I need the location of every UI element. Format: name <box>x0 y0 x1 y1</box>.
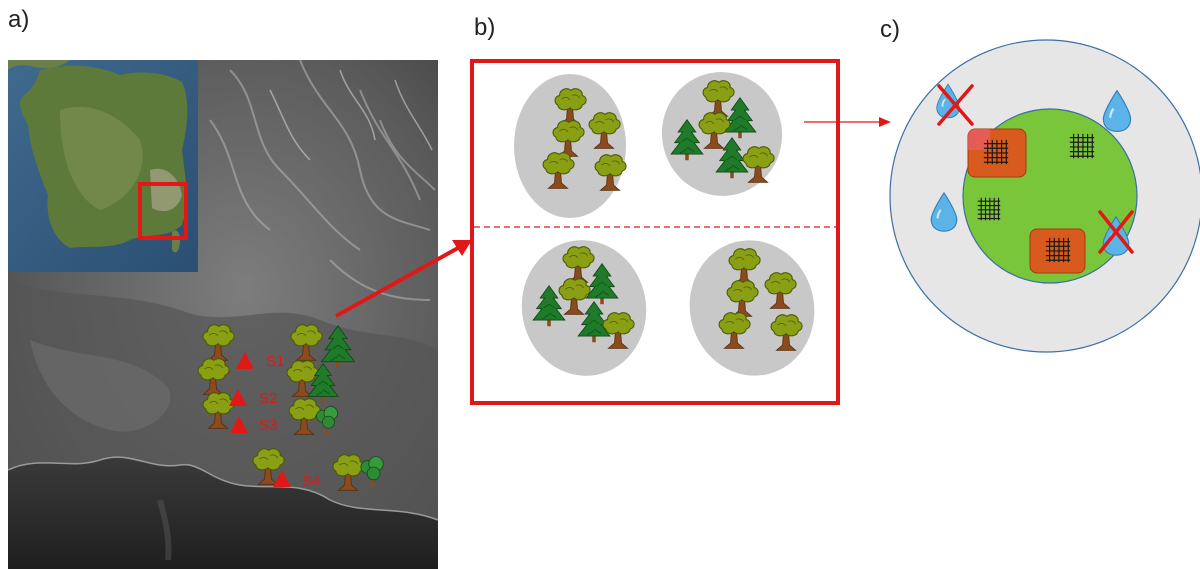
cross-mark-icon <box>1098 210 1134 254</box>
site-label-s2: S2 <box>259 390 277 407</box>
site-triangle-icon <box>229 389 247 406</box>
site-triangle-icon <box>273 470 291 487</box>
cross-mark-icon <box>937 84 974 126</box>
panel-label-b: b) <box>474 14 496 41</box>
site-markers: S1 S2 S3 S4 <box>229 352 320 490</box>
site-label-s4: S4 <box>302 473 320 490</box>
arrow-a-to-b <box>335 240 472 318</box>
panel-label-a: a) <box>8 6 30 33</box>
experimental-design <box>889 39 1200 353</box>
panel-label-c: c) <box>880 16 900 43</box>
plot-design-box <box>470 59 840 405</box>
site-triangle-icon <box>236 352 254 369</box>
site-label-s1: S1 <box>266 353 284 370</box>
site-triangle-icon <box>230 416 248 433</box>
arrow-b-to-c <box>804 117 891 127</box>
site-label-s3: S3 <box>259 417 277 434</box>
france-inset-map <box>8 60 198 272</box>
study-area-box <box>138 182 188 240</box>
